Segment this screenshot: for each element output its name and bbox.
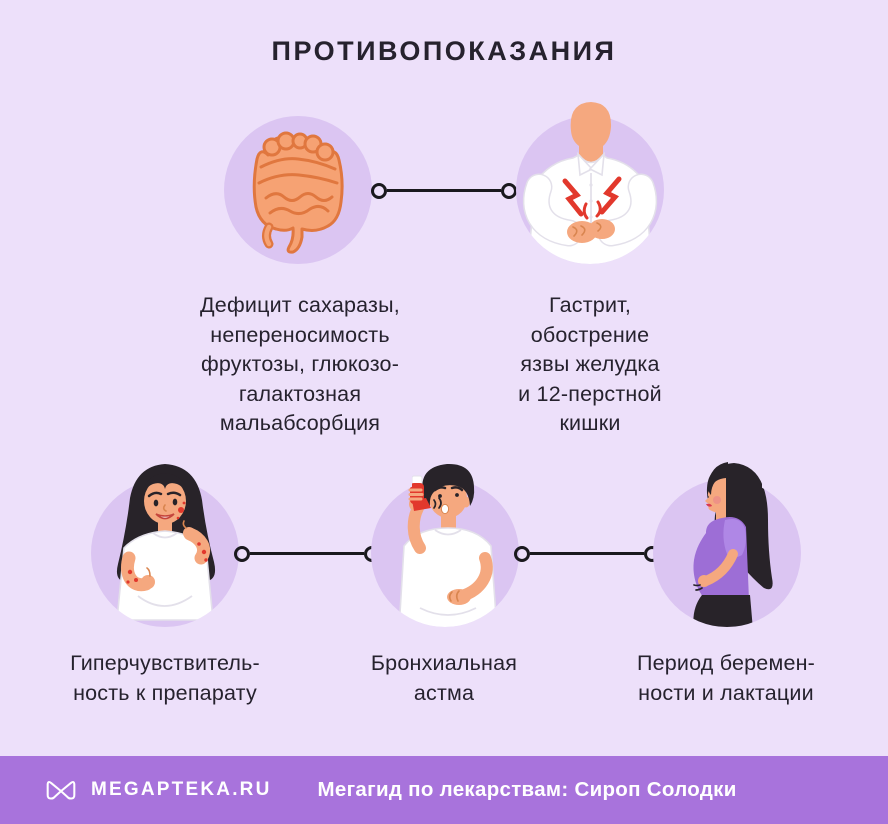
connector-row2-right xyxy=(514,545,660,562)
brand-name: MEGAPTEKA.RU xyxy=(91,779,272,800)
connector-ring-icon xyxy=(514,545,530,562)
pregnant-woman-illustration xyxy=(653,462,801,627)
caption-bronchial-asthma: Бронхиальная астма xyxy=(370,651,518,705)
connector-ring-icon xyxy=(501,182,517,199)
connector-line xyxy=(250,551,364,556)
connector-row2-left xyxy=(234,545,380,562)
caption-gastritis-ulcer: Гастрит, обострение язвы желудка и 12-пе… xyxy=(518,293,662,435)
inhaler-man-illustration xyxy=(371,463,519,627)
stomach-pain-badge xyxy=(505,85,675,275)
intestines-illustration xyxy=(224,116,372,264)
page-title: ПРОТИВОПОКАЗАНИЯ xyxy=(271,36,617,66)
asthma-badge xyxy=(360,448,530,638)
intestines-badge xyxy=(213,85,383,275)
connector-ring-icon xyxy=(234,545,250,562)
skin-rash-woman-illustration xyxy=(91,464,239,627)
caption-sucrase-deficiency: Дефицит сахаразы, непереносимость фрукто… xyxy=(200,293,400,435)
footer-bar: MEGAPTEKA.RU Мегагид по лекарствам: Сиро… xyxy=(0,756,888,824)
connector-line xyxy=(530,551,644,556)
connector-row1 xyxy=(371,182,517,199)
connector-ring-icon xyxy=(371,182,387,199)
caption-pregnancy-lactation: Период беремен- ности и лактации xyxy=(636,651,816,705)
footer-caption: Мегагид по лекарствам: Сироп Солодки xyxy=(317,778,737,801)
pregnancy-badge xyxy=(642,448,812,638)
megapteka-logo-icon xyxy=(46,781,76,800)
stomach-pain-man-illustration xyxy=(516,102,664,264)
caption-hypersensitivity: Гиперчувствитель- ность к препарату xyxy=(70,651,260,705)
connector-line xyxy=(387,188,501,193)
skin-rash-badge xyxy=(80,448,250,638)
